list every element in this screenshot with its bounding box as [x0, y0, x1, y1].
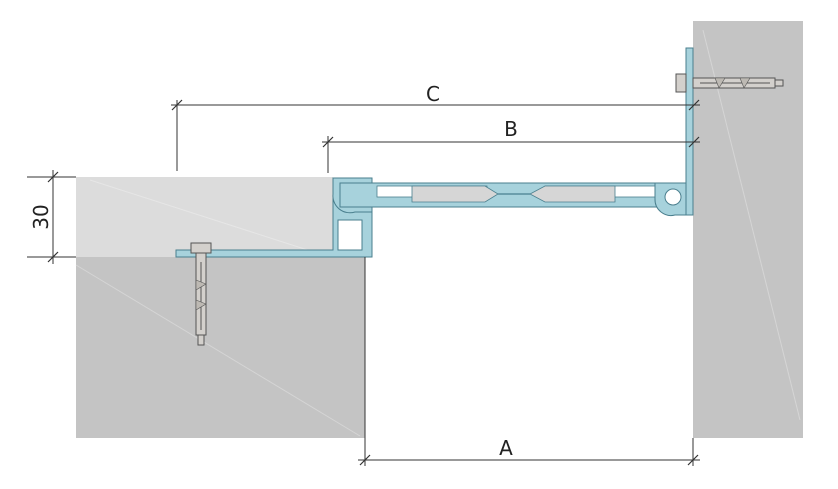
- screed-hatch: [89, 179, 321, 255]
- profile-groove-right: [664, 188, 682, 206]
- dimension-a-label: A: [499, 436, 513, 460]
- dimension-b: B: [322, 117, 700, 173]
- concrete-wall-hatch: [702, 29, 801, 421]
- anchor-bolt-floor: [190, 242, 212, 346]
- concrete-slab-left: [76, 257, 365, 438]
- dimension-height-label: 30: [29, 204, 53, 229]
- anchor-bolt-wall: [675, 73, 784, 93]
- sliding-insert-right: [529, 185, 616, 203]
- dimension-b-label: B: [504, 117, 518, 141]
- profile-chamber-left: [337, 219, 363, 251]
- floor-screed: [76, 177, 365, 257]
- concrete-slab-left-hatch: [75, 264, 361, 437]
- profile-wall-flange: [685, 47, 694, 216]
- dimension-c: C: [171, 82, 700, 171]
- dimension-c-label: C: [426, 82, 440, 106]
- concrete-wall-right: [693, 21, 803, 438]
- dimension-height: 30: [27, 170, 76, 264]
- dimension-a: A: [358, 257, 700, 466]
- sliding-insert-left: [411, 185, 499, 203]
